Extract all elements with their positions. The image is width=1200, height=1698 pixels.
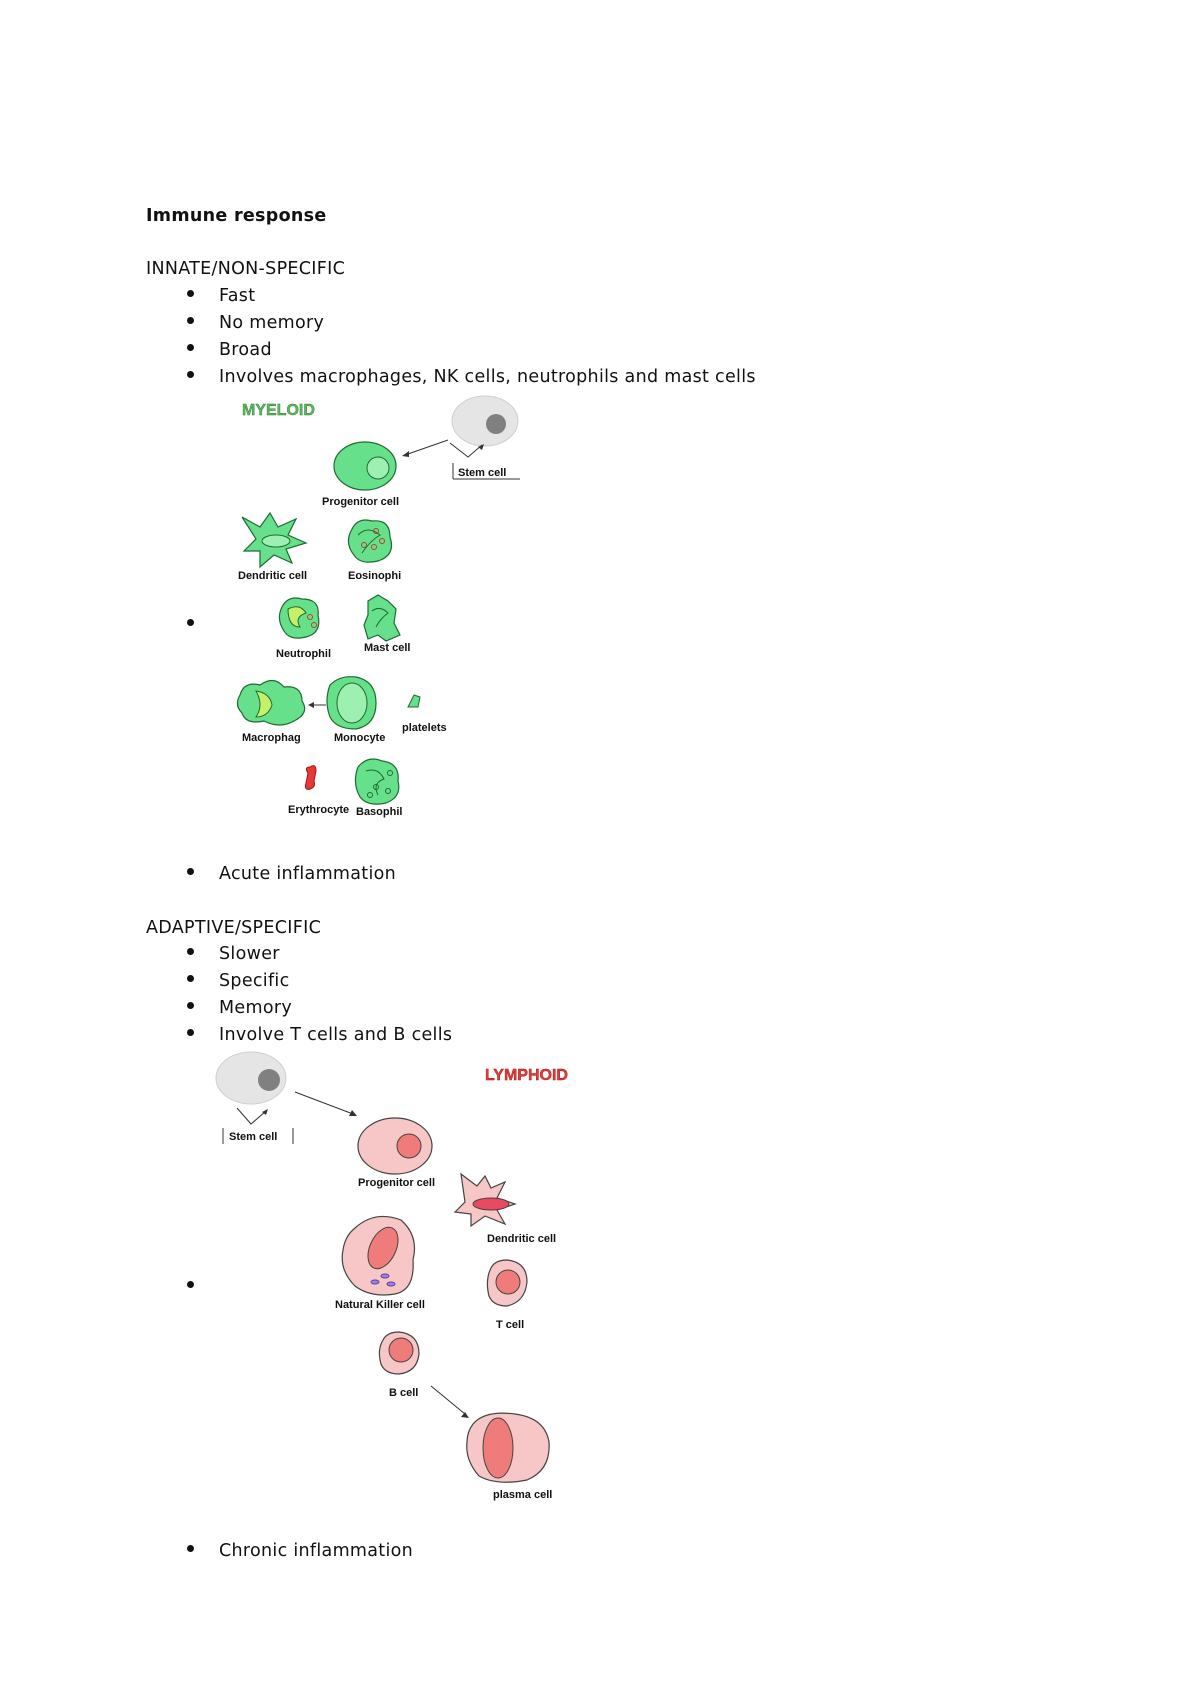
- bullet-dot: [187, 975, 194, 982]
- progenitor-label: Progenitor cell: [358, 1177, 435, 1189]
- innate-bullet-broad: Broad: [219, 340, 272, 360]
- myeloid-title: MYELOID: [242, 402, 315, 419]
- basophil-label: Basophil: [356, 806, 402, 818]
- monocyte-label: Monocyte: [334, 732, 385, 744]
- dendritic-label: Dendritic cell: [238, 570, 307, 582]
- innate-final-bullet: Acute inflammation: [219, 864, 397, 884]
- progenitor-label: Progenitor cell: [322, 496, 399, 508]
- platelet-icon: [407, 694, 421, 708]
- bullet-dot: [187, 344, 194, 351]
- stem-cell-label: Stem cell: [458, 467, 506, 479]
- bullet-dot: [187, 868, 194, 875]
- bullet-dot: [187, 317, 194, 324]
- dendritic-cell: [453, 1172, 517, 1228]
- natural-killer-cell: [341, 1215, 416, 1296]
- bullet-dot: [187, 371, 194, 378]
- adaptive-bullet-specific: Specific: [219, 971, 290, 991]
- stem-cell: [451, 395, 519, 447]
- basophil: [354, 758, 400, 805]
- bullet-dot: [187, 619, 194, 626]
- erythrocyte-label: Erythrocyte: [288, 804, 349, 816]
- erythrocyte: [305, 765, 317, 790]
- eosinophil: [347, 519, 393, 563]
- adaptive-bullet-memory: Memory: [219, 998, 292, 1018]
- platelets-label: platelets: [402, 722, 447, 734]
- t-cell: [486, 1259, 528, 1307]
- adaptive-final-bullet: Chronic inflammation: [219, 1541, 414, 1561]
- lymphoid-title: LYMPHOID: [485, 1067, 568, 1084]
- plasma-cell: [466, 1412, 550, 1483]
- stem-cell-label: Stem cell: [229, 1131, 277, 1143]
- dendritic-cell: [241, 511, 308, 569]
- adaptive-heading: ADAPTIVE/SPECIFIC: [146, 918, 322, 938]
- neutrophil: [278, 597, 320, 639]
- plasma-label: plasma cell: [493, 1489, 552, 1501]
- neutrophil-label: Neutrophil: [276, 648, 331, 660]
- stem-cell: [215, 1051, 287, 1105]
- b-cell-label: B cell: [389, 1387, 418, 1399]
- macrophage: [236, 679, 306, 726]
- adaptive-bullet-involve: Involve T cells and B cells: [219, 1025, 453, 1045]
- macrophage-label: Macrophag: [242, 732, 301, 744]
- bullet-dot: [187, 1281, 194, 1288]
- bullet-dot: [187, 1002, 194, 1009]
- mast-label: Mast cell: [364, 642, 410, 654]
- dendritic-label: Dendritic cell: [487, 1233, 556, 1245]
- innate-bullet-fast: Fast: [219, 286, 256, 306]
- myeloid-diagram: MYELOID Stem cell Progenitor cell Dendri…: [236, 395, 520, 818]
- adaptive-bullet-slower: Slower: [219, 944, 280, 964]
- lymphoid-diagram: LYMPHOID Stem cell Progenitor cell Dendr…: [215, 1051, 568, 1501]
- bullet-dot: [187, 1029, 194, 1036]
- innate-bullet-memory: No memory: [219, 313, 325, 333]
- bullet-dot: [187, 290, 194, 297]
- eosinophil-label: Eosinophi: [348, 570, 401, 582]
- monocyte: [326, 676, 377, 730]
- progenitor-cell: [333, 441, 397, 491]
- innate-bullet-involves: Involves macrophages, NK cells, neutroph…: [219, 367, 756, 387]
- b-cell: [378, 1331, 420, 1375]
- page-title: Immune response: [146, 206, 327, 226]
- innate-heading: INNATE/NON-SPECIFIC: [146, 259, 346, 279]
- progenitor-cell: [357, 1117, 433, 1175]
- bullet-dot: [187, 948, 194, 955]
- mast-cell: [363, 594, 401, 642]
- bullet-dot: [187, 1545, 194, 1552]
- nk-label: Natural Killer cell: [335, 1299, 425, 1311]
- t-cell-label: T cell: [496, 1319, 524, 1331]
